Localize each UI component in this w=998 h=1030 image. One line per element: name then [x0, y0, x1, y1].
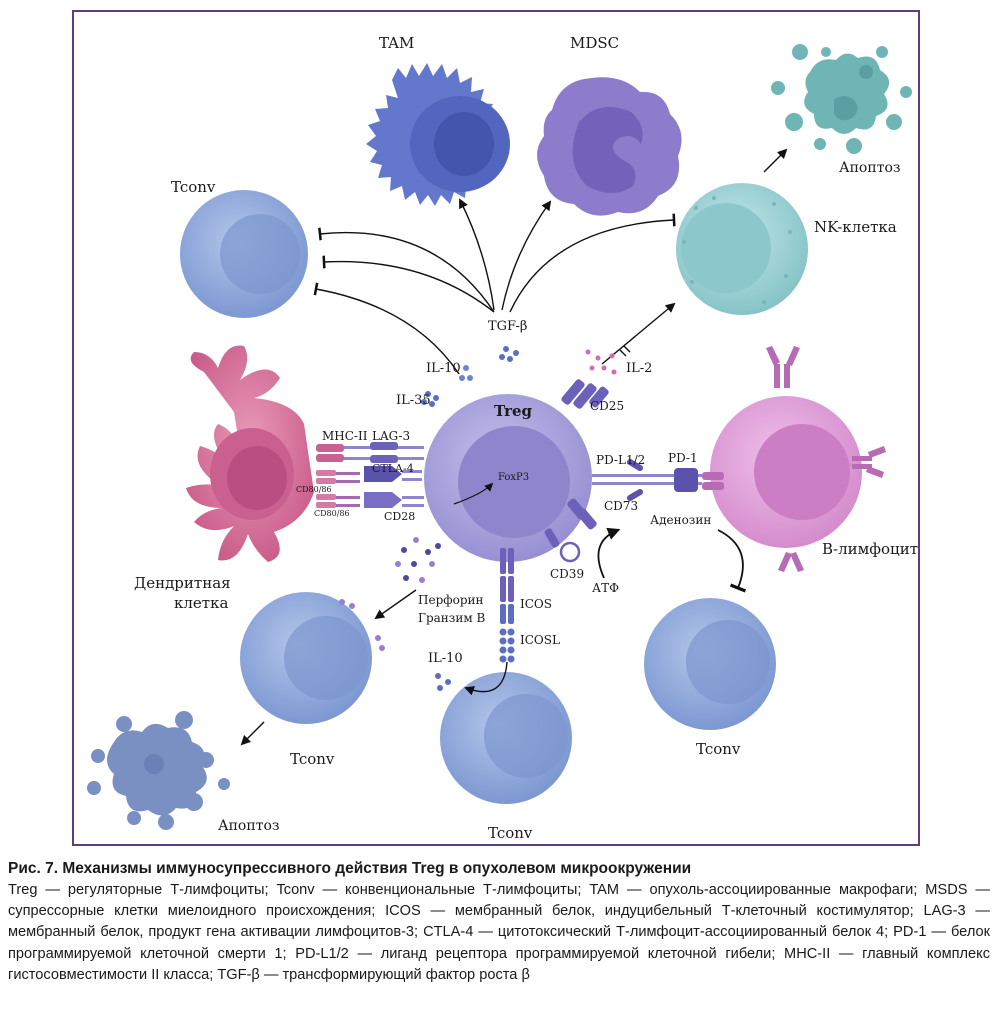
mdsc-cell: [537, 77, 682, 216]
figure-frame: TAM MDSC Апоптоз Tconv NK-клетка: [72, 10, 920, 846]
il10-bottom-arrow: [464, 661, 508, 696]
b-lymphocyte-cell: [710, 346, 886, 572]
tconv-left-cell: [240, 592, 385, 724]
cd39-label: CD39: [550, 567, 584, 581]
pdl12-label: PD-L1/2: [596, 453, 645, 467]
lag3-label: LAG-3: [372, 429, 410, 443]
apoptosis-bottom-label: Апоптоз: [218, 818, 280, 834]
cytokine-dots-top: [421, 346, 617, 407]
adenosine-arrows: [597, 527, 747, 593]
il10-bottom-dots: [435, 673, 451, 691]
tam-label: TAM: [379, 34, 414, 52]
nk-cell: [676, 183, 808, 315]
caption-text: Treg — регуляторные Т-лимфоциты; Tconv —…: [8, 882, 990, 983]
cd73-label: CD73: [604, 499, 638, 513]
icos-icosl-binding: [499, 548, 515, 663]
il2-label: IL-2: [626, 361, 652, 376]
icos-label: ICOS: [520, 597, 552, 611]
dendritic-label-2: клетка: [174, 594, 228, 612]
ctla4-label: CTLA-4: [372, 462, 414, 475]
tconv-right-label: Tconv: [696, 740, 741, 758]
il10-bottom-label: IL-10: [428, 651, 463, 666]
dendritic-cell: [186, 345, 314, 562]
perforin-label: Перфорин: [418, 593, 484, 607]
granzyme-label: Гранзим В: [418, 611, 485, 625]
dendritic-label-1: Дендритная: [134, 574, 231, 592]
cd80-86-label-b: CD80/86: [314, 509, 350, 518]
cd39-receptor: [544, 528, 581, 563]
perforin-arrow: [374, 589, 417, 620]
il10-top-label: IL-10: [426, 361, 461, 376]
cd25-receptor: [561, 379, 609, 409]
apoptotic-tconv-cell: [87, 711, 230, 830]
tconv-top-label: Tconv: [171, 178, 216, 196]
cd28-label: CD28: [384, 510, 415, 523]
treg-label: Treg: [494, 402, 533, 420]
atp-label: АТФ: [592, 581, 619, 595]
il35-label: IL-35: [396, 393, 431, 408]
pdl1-pd1-binding: [592, 459, 724, 501]
icosl-label: ICOSL: [520, 633, 560, 647]
dc-treg-receptors: [316, 442, 424, 508]
nk-cell-label: NK-клетка: [814, 218, 897, 236]
apoptosis-top-label: Апоптоз: [839, 160, 901, 176]
tgf-beta-label: TGF-β: [488, 319, 527, 334]
diagram: TAM MDSC Апоптоз Tconv NK-клетка: [87, 34, 918, 842]
tconv-bottom-label: Tconv: [488, 824, 533, 842]
foxp3-arrow: [453, 482, 494, 505]
caption-title: Рис. 7. Механизмы иммуносупрессивного де…: [8, 860, 692, 877]
adenosine-label: Аденозин: [650, 513, 711, 527]
tam-cell: [366, 63, 510, 206]
mdsc-label: MDSC: [570, 34, 619, 52]
perforin-granzyme-dots: [395, 537, 441, 583]
cd80-86-label-a: CD80/86: [296, 485, 332, 494]
figure-caption: Рис. 7. Механизмы иммуносупрессивного де…: [8, 858, 990, 986]
tconv-left-label: Tconv: [290, 750, 335, 768]
b-lymphocyte-label: В-лимфоцит: [822, 540, 918, 558]
pd1-label: PD-1: [668, 451, 698, 465]
treg-cell: [424, 394, 592, 562]
tconv-right-cell: [644, 598, 776, 730]
mhc2-label: MHC-II: [322, 429, 368, 443]
tconv-bottom-cell: [440, 672, 572, 804]
cd73-receptor: [567, 498, 597, 530]
cd25-label: CD25: [590, 399, 624, 413]
apoptotic-nk-cell: [771, 44, 912, 154]
apoptosis-bottom-arrow: [240, 721, 265, 746]
foxp3-label: FoxP3: [498, 472, 529, 483]
signal-lines-top: [313, 148, 788, 375]
tconv-top-cell: [180, 190, 308, 318]
